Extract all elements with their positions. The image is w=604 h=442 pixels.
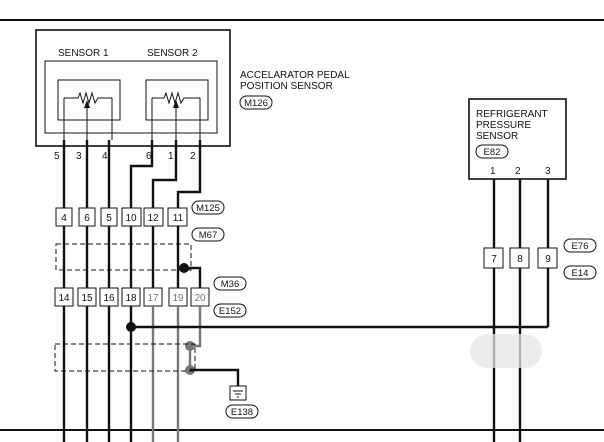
junction-terminal: 4	[61, 213, 67, 224]
refrigerant-pin: 3	[545, 166, 551, 177]
connector-badge-e76: E76	[563, 238, 597, 253]
junction-terminal: 18	[125, 293, 137, 304]
connector-badge-m36: M36	[213, 276, 247, 291]
sensor2-potentiometer-icon	[145, 79, 209, 140]
accel-pedal-sensor: SENSOR 1 SENSOR 2 ACCELARATOR PEDAL POSI…	[35, 29, 350, 162]
refrigerant-pin: 2	[515, 166, 521, 177]
accel-wires	[62, 140, 202, 208]
connector-badge-e14: E14	[563, 265, 597, 280]
connector-badge-m126: M126	[239, 95, 273, 110]
junction-terminal: 20	[194, 293, 206, 304]
splice-dot	[185, 341, 195, 351]
junction-terminal: 15	[81, 293, 93, 304]
junction-terminal: 9	[545, 254, 551, 265]
accel-sensor-name-line2: POSITION SENSOR	[240, 81, 333, 92]
junction-terminal: 6	[84, 213, 90, 224]
junction-terminal: 7	[491, 254, 497, 265]
junction-terminal: 19	[172, 293, 184, 304]
refrigerant-name-line1: REFRIGERANT	[476, 109, 548, 120]
accel-pin: 5	[54, 151, 60, 162]
connector-badge-e152: E152	[213, 303, 247, 318]
inter-junction-wires	[55, 226, 202, 288]
connector-badge-e138: E138	[225, 404, 259, 419]
junction-terminal: 12	[147, 213, 159, 224]
junction-terminal: 16	[103, 293, 115, 304]
svg-text:E152: E152	[219, 306, 241, 317]
svg-text:M125: M125	[196, 203, 220, 214]
junction-terminal: 8	[517, 254, 523, 265]
accel-pin: 3	[76, 151, 82, 162]
shield-box-lower	[54, 343, 196, 372]
junction-terminal: 14	[58, 293, 70, 304]
junction-row-1: 4 6 5 10 12 11 M125 M67	[55, 200, 225, 242]
svg-text:E82: E82	[484, 147, 501, 158]
junction-terminal: 5	[106, 213, 112, 224]
junction-terminal: 10	[125, 213, 137, 224]
junction-row-2: 14 15 16 18 17 19 20 M36 E152	[54, 276, 247, 318]
accel-pin: 1	[168, 151, 174, 162]
refrigerant-pressure-sensor: REFRIGERANT PRESSURE SENSOR E82 1 2 3	[468, 98, 567, 180]
shield-box-upper	[55, 243, 192, 271]
svg-text:M36: M36	[221, 279, 239, 290]
connector-badge-m67: M67	[191, 227, 225, 242]
svg-text:E76: E76	[572, 241, 589, 252]
svg-text:E138: E138	[231, 407, 253, 418]
lower-wires	[54, 306, 548, 442]
sensor1-potentiometer-icon	[57, 79, 121, 140]
junction-terminal: 17	[147, 293, 159, 304]
junction-terminal: 11	[173, 213, 184, 224]
accel-pin: 6	[146, 151, 152, 162]
accel-pin: 4	[102, 151, 108, 162]
svg-text:E14: E14	[572, 268, 589, 279]
sensor1-label: SENSOR 1	[58, 48, 109, 59]
splice-dot	[126, 322, 136, 332]
right-wires: 7 8 9 E76 E14	[483, 179, 597, 442]
ground-icon	[229, 385, 247, 401]
accel-sensor-name-line1: ACCELARATOR PEDAL	[240, 70, 350, 81]
refrigerant-name-line3: SENSOR	[476, 131, 518, 142]
sensor2-label: SENSOR 2	[147, 48, 198, 59]
refrigerant-name-line2: PRESSURE	[476, 120, 531, 131]
overlay-blob	[470, 334, 542, 368]
refrigerant-pin: 1	[490, 166, 496, 177]
connector-badge-m125: M125	[191, 200, 225, 215]
splice-dot	[179, 263, 189, 273]
svg-text:M67: M67	[199, 230, 217, 241]
connector-badge-e82: E82	[475, 144, 509, 159]
accel-pin: 2	[190, 151, 196, 162]
svg-text:M126: M126	[244, 98, 268, 109]
